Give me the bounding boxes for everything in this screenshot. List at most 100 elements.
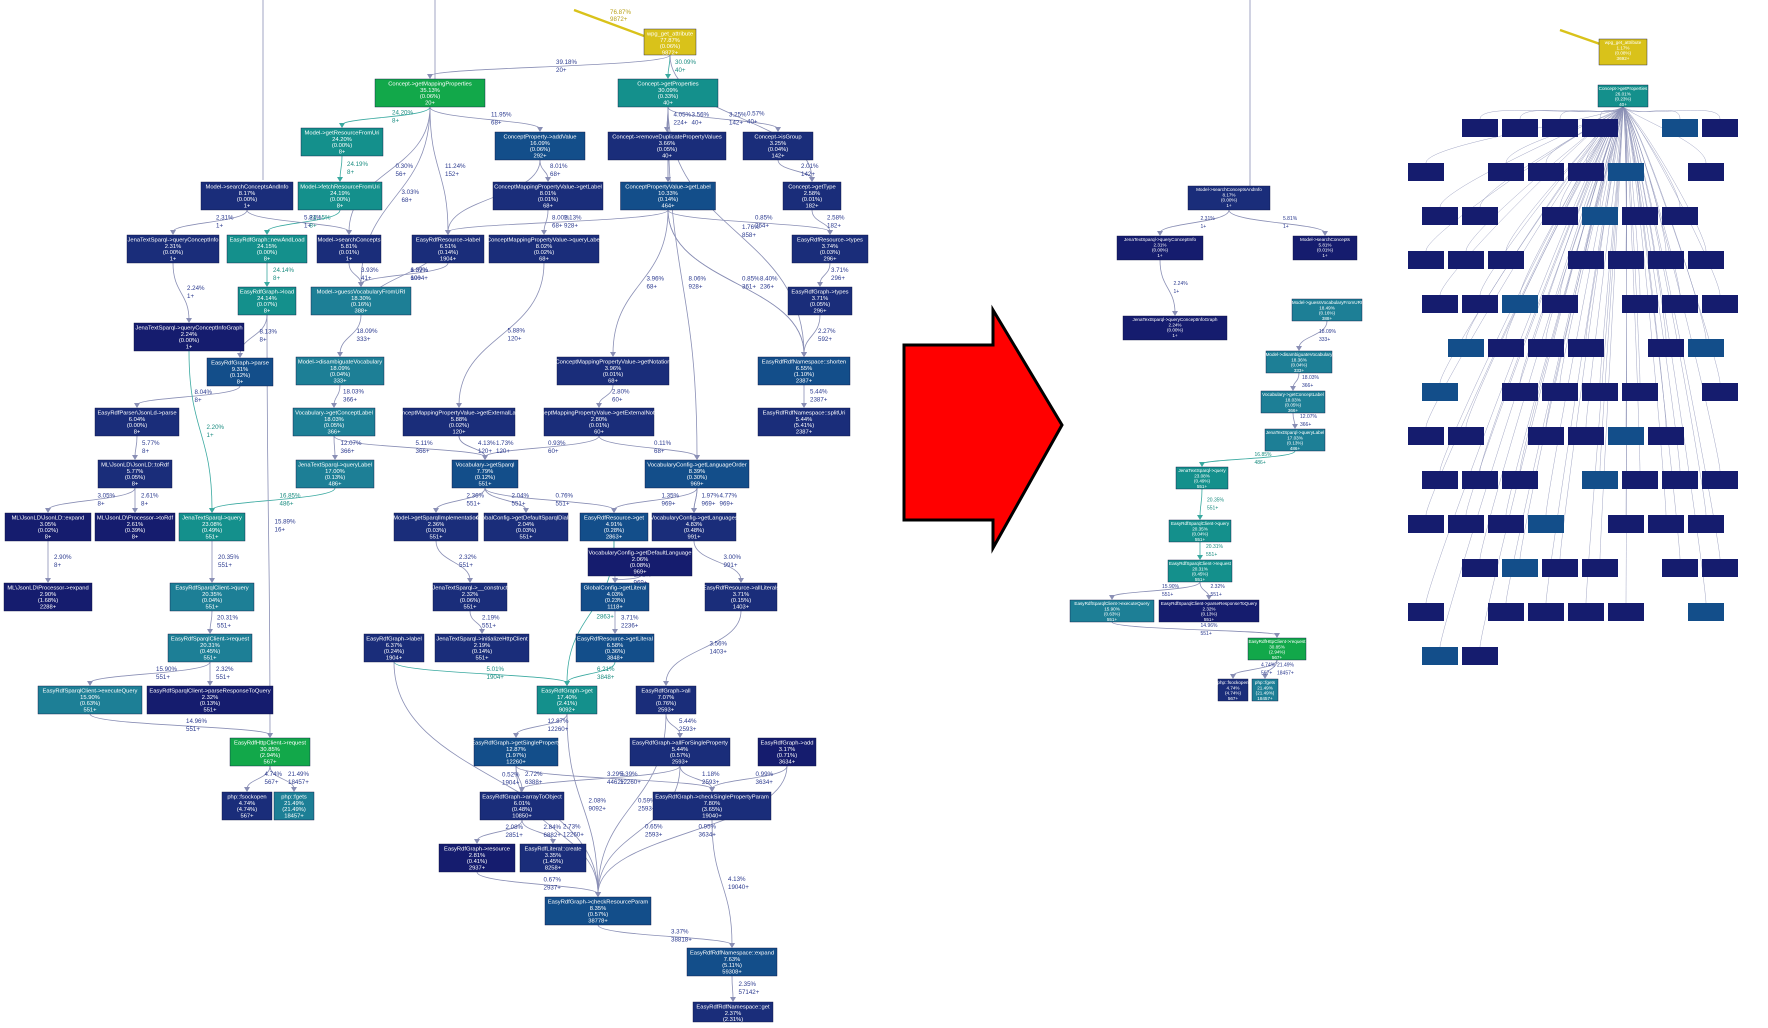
call-node[interactable]: EasyRdfGraph->allForSingleProperty5.44%(… (629, 737, 731, 767)
call-node[interactable]: Model->guessVocabularyFromURI18.30%(0.16… (310, 286, 412, 316)
call-node[interactable]: EasyRdfSparqlClient->query20.35%(0.04%)5… (1168, 519, 1232, 543)
edge-label: 68+ (550, 171, 561, 178)
edge-label: 18.09% (1319, 329, 1337, 335)
call-node[interactable]: VocabularyConfig->getLanguageOrder8.39%(… (644, 459, 750, 489)
call-node-metric: 20.35% (202, 592, 222, 598)
call-node[interactable]: JenaTextSparql->queryConceptInfo2.31%(0.… (1116, 235, 1204, 261)
call-node[interactable]: EasyRdfSparqlClient->parseResponseToQuer… (146, 685, 274, 715)
call-node[interactable]: GlobalConfig->getLiteral4.03%(0.23%)1118… (580, 582, 650, 612)
call-node[interactable]: EasyRdfGraph->arrayToObject6.01%(0.48%)1… (479, 791, 565, 821)
call-node[interactable]: EasyRdfGraph->getSingleProperty12.87%(1.… (471, 737, 561, 767)
call-node[interactable]: Model->disambiguateVocabulary18.36%(0.04… (1266, 350, 1333, 374)
call-node[interactable]: EasyRdfSparqlClient->parseResponseToQuer… (1158, 599, 1260, 623)
call-node[interactable]: GlobalConfig->getDefaultSparqlDialect2.0… (476, 512, 576, 542)
call-node-metric: 551+ (205, 605, 219, 611)
call-node[interactable]: EasyRdfSparqlClient->executeQuery15.90%(… (37, 685, 143, 715)
call-node[interactable]: Model->searchConceptsAndInfo8.17%(0.00%)… (1187, 185, 1271, 211)
edge-label: 1904+ (487, 674, 505, 681)
call-node[interactable]: EasyRdfSparqlClient->request20.31%(0.45%… (167, 633, 253, 663)
edge-arrowhead (775, 127, 781, 132)
call-edge (566, 713, 599, 895)
call-node[interactable]: ConceptMappingPropertyValue->queryLabel8… (487, 234, 601, 264)
call-node[interactable]: JenaTextSparql->queryLabel17.00%(0.13%)4… (295, 459, 375, 489)
call-node[interactable]: EasyRdfGraph->checkSinglePropertyParam7.… (652, 791, 772, 821)
call-edge (1159, 209, 1230, 234)
call-node[interactable]: JenaTextSparql->initializeHttpClient2.19… (434, 633, 530, 663)
call-node[interactable]: ConceptMappingPropertyValue->getExternal… (531, 407, 667, 437)
call-node[interactable]: EasyRdfHttpClient->request30.85%(2.94%)5… (1247, 637, 1306, 661)
call-node[interactable]: EasyRdfRdfNamespace::splitUri5.44%(5.41%… (757, 407, 851, 437)
call-node[interactable]: EasyRdfParser\JsonLd->parse6.04%(0.00%)8… (94, 407, 180, 437)
call-node[interactable]: ConceptMappingPropertyValue->getExternal… (395, 407, 524, 437)
call-node[interactable]: JenaTextSparql->queryConceptInfo2.31%(0.… (126, 234, 220, 264)
call-node[interactable]: ConceptMappingPropertyValue->getLabel8.0… (492, 181, 604, 211)
call-node[interactable]: EasyRdfSparqlClient->executeQuery15.90%(… (1069, 599, 1155, 623)
call-node[interactable]: EasyRdfRdfNamespace::expand7.63%(5.11%)5… (686, 947, 778, 977)
call-node[interactable]: EasyRdfRdfNamespace::get2.37%(2.31%)5714… (692, 1001, 774, 1028)
call-node[interactable]: ConceptMappingPropertyValue->getNotation… (555, 356, 671, 386)
call-node[interactable]: EasyRdfResource->allLiterals3.71%(0.15%)… (703, 582, 780, 612)
call-node-function: Vocabulary->getSparql (456, 462, 515, 468)
call-node[interactable]: EasyRdfSparqlClient->query20.35%(0.04%)5… (169, 582, 255, 612)
call-node[interactable]: Vocabulary->getConceptLabel18.03%(0.05%)… (292, 407, 376, 437)
call-node[interactable]: EasyRdfGraph->checkResourceParam8.35%(0.… (544, 896, 652, 926)
edge-label: 366+ (416, 448, 430, 455)
call-node[interactable]: JenaTextSparql->queryLabel17.03%(0.13%)4… (1264, 428, 1326, 452)
call-node-metric: 333+ (1294, 368, 1305, 373)
call-node[interactable]: JenaTextSparql->__construct2.32%(0.06%)5… (432, 582, 508, 612)
call-node[interactable]: Concept->getMappingProperties35.13%(0.06… (374, 78, 486, 108)
call-node[interactable]: JenaTextSparql->queryConceptInfoGraph2.2… (133, 322, 245, 352)
call-node[interactable]: Concept->removeDuplicatePropertyValues3.… (607, 131, 727, 161)
call-node[interactable]: EasyRdfHttpClient->request30.85%(2.94%)5… (229, 737, 311, 767)
call-node[interactable]: EasyRdfRdfNamespace::shorten6.55%(1.10%)… (757, 356, 851, 386)
call-node[interactable]: JenaTextSparql->queryConceptInfoGraph2.2… (1122, 315, 1228, 341)
call-node[interactable]: VocabularyConfig->getDefaultLanguage2.06… (587, 547, 693, 577)
call-node[interactable]: EasyRdfSparqlClient->request20.31%(0.45%… (1167, 559, 1233, 583)
edge-label: 60+ (612, 397, 623, 404)
call-node[interactable]: Model->fetchResourceFromUri24.19%(0.00%)… (297, 181, 383, 211)
call-node[interactable]: ConceptProperty->addValue16.09%(0.06%)29… (494, 131, 586, 161)
call-node[interactable]: Vocabulary->getConceptLabel18.03%(0.05%)… (1260, 390, 1326, 414)
call-node[interactable]: VocabularyConfig->getLanguages4.83%(0.48… (650, 512, 738, 542)
call-node[interactable]: Model->getSparqlImplementation2.36%(0.03… (393, 512, 479, 542)
call-node[interactable]: ConceptPropertyValue->getLabel10.33%(0.1… (620, 181, 716, 211)
call-node[interactable]: ML\JsonLD\Processor->expand2.90%(1.68%)2… (3, 582, 93, 612)
call-node[interactable]: Model->guessVocabularyFromURI18.49%(0.16… (1291, 298, 1363, 322)
call-node[interactable]: Model->disambiguateVocabulary18.09%(0.04… (295, 356, 385, 386)
call-node[interactable]: EasyRdfResource->getLiteral6.58%(0.36%)3… (575, 633, 655, 663)
call-node[interactable]: Model->searchConceptsAndInfo8.17%(0.00%)… (200, 181, 294, 211)
